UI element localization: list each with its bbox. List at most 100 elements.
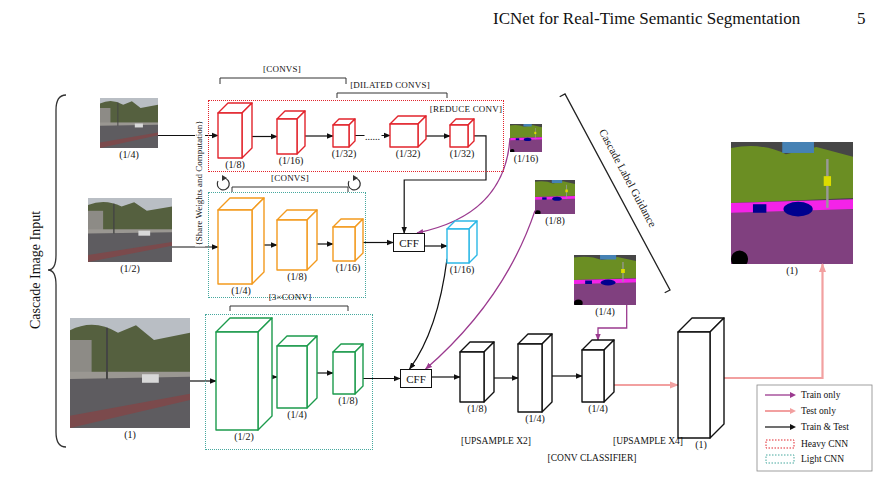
connector-arrow [552,375,582,376]
input-photo [70,318,190,428]
connector-arrow [317,243,333,244]
stage-label: [UPSAMPLE X2] [461,436,531,446]
legend-sample-head [790,408,796,414]
connector-arrow [724,264,823,378]
share-loop-head [222,175,227,181]
cuboid-front [333,352,355,394]
legend-text: Test only [801,406,836,416]
legend-sample-heavy [766,440,794,448]
cuboid-outline [216,318,272,430]
cuboid-outline [447,221,477,263]
cuboid-front [518,344,542,412]
scale-caption: (1/8) [225,159,244,170]
feature-map: (1/32) [390,116,426,147]
cuboid-side [542,334,552,412]
stage-label: [3×CONV] [269,293,312,303]
cuboid-front [460,352,484,402]
scale-caption: (1/16) [514,153,538,164]
legend-sample-head [790,424,796,430]
cuboid-side [242,103,252,158]
connector-arrow [264,244,277,245]
legend-text: Train only [801,390,841,400]
feature-map: (1/8) [218,103,252,158]
cuboid-side [418,116,426,147]
cuboid-side [604,340,614,402]
scale-caption: (1/4) [231,285,250,296]
feature-map: (1/8) [333,344,363,394]
legend-sample-train [765,394,790,395]
cuboid-front [216,332,258,430]
cuboid-front [450,125,468,147]
input-image: (1) [70,318,190,428]
scale-caption: (1/16) [279,155,303,166]
side-title: Cascade Image Input [28,211,43,329]
cuboid-outline [333,219,363,261]
cuboid-side [297,111,305,154]
cuboid-front [678,332,710,438]
scale-caption: (1/8) [287,271,306,282]
feature-map: (1/32) [333,119,355,147]
legend-text: Heavy CNN [801,439,848,449]
heavy-cnn-region: [CONVS][DILATED CONVS][REDUCE CONV](1/8)… [208,100,504,172]
connector-arrow [317,372,333,373]
guidance-title: Cascade Label Guidance [597,127,659,229]
cuboid-outline [460,342,494,402]
label-map-picture [535,180,575,215]
feature-map: (1/8) [460,342,494,402]
legend-sample-head [790,392,796,398]
scale-caption: (1) [786,265,798,276]
scale-caption: (1/32) [332,148,356,159]
label-map-picture [510,124,542,153]
cuboid-outline [218,198,264,284]
input-brace [48,95,66,447]
label-map: (1/4) [574,255,636,305]
connector-arrow [417,138,510,233]
connector-arrow [363,378,400,379]
connector-arrow [432,376,460,377]
feature-map: (1/8) [277,210,317,270]
output-map: (1) [731,142,853,264]
box-label: CFF [399,236,419,248]
scale-caption: (1/4) [287,409,306,420]
feature-map: (1/16) [333,219,363,261]
cuboid-side [307,210,317,270]
label-map-picture [574,255,636,307]
cuboid-front [277,119,297,154]
feature-map: (1/4) [218,198,264,284]
stage-label: [DILATED CONVS] [350,81,430,91]
connector-arrow [410,259,447,369]
cuboid-side [710,318,724,438]
cuboid-outline [277,210,317,270]
feature-map: (1/4) [277,336,317,408]
connector-arrow [425,245,447,246]
scale-caption: (1/2) [120,263,139,274]
scale-caption: (1/16) [336,262,360,273]
share-note: {Share Weights and Computation} [195,120,205,247]
input-photo [100,98,158,148]
connector-arrow [272,376,277,377]
connector-arrow [305,135,333,136]
cuboid-outline [450,119,474,147]
legend-sample-test [765,410,790,412]
feature-map: (1) [678,318,724,438]
cuboid-outline [390,116,426,147]
cuboid-side [355,344,363,394]
cuboid-outline [518,334,552,412]
cuboid-outline [333,344,363,394]
scale-caption: (1/32) [396,148,420,159]
connector-arrow [252,136,277,137]
scale-caption: (1) [124,429,136,440]
connector-arrow [158,135,218,136]
cuboid-side [258,318,272,430]
cuboid-front [447,229,469,263]
connector-arrow [426,135,450,136]
scale-caption: (1/4) [595,306,614,317]
scale-caption: (1) [695,439,707,450]
cuboid-side [469,221,477,263]
stage-label: [UPSAMPLE X4] [613,436,683,446]
feature-map: (1/2) [216,318,272,430]
cuboid-front [277,346,307,408]
cuboid-side [468,119,474,147]
cuboid-outline [277,336,317,408]
